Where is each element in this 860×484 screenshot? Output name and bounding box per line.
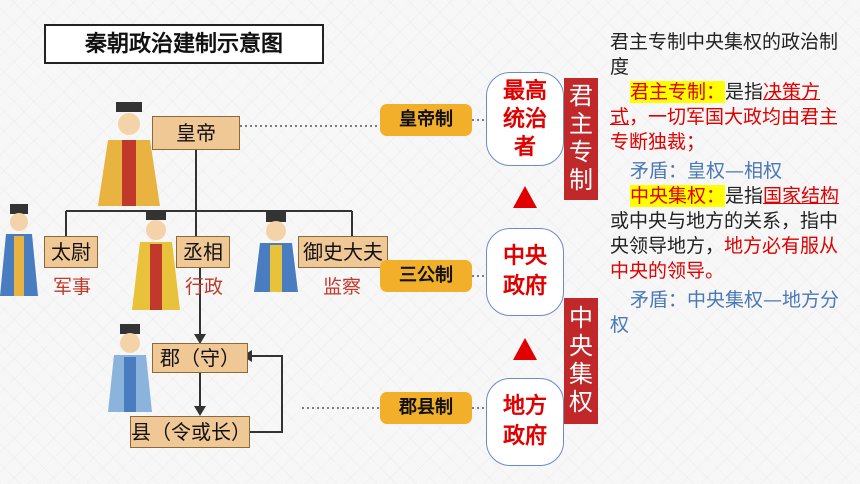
arrow-to-xian [194, 406, 206, 416]
up-arrow-top-icon [513, 186, 537, 208]
local-gov-capsule: 地方 政府 [486, 378, 564, 466]
jun-figure-icon [108, 324, 152, 412]
emperor-figure-icon [98, 102, 160, 206]
notes-heading: 君主专制中央集权的政治制度 [610, 31, 839, 78]
central-key: 国家结构 [763, 185, 840, 207]
notes-panel: 君主专制中央集权的政治制度 君主专制：是指决策方式，一切军国大政均由君主专断独裁… [610, 30, 846, 338]
central-term: 中央集权 [630, 185, 707, 207]
loop-xian-jun [250, 355, 283, 433]
emperor-box: 皇帝 [152, 116, 240, 150]
autocracy-definition: 君主专制：是指决策方式，一切军国大政均由君主专断独裁； [610, 81, 839, 153]
jun-box: 郡（守） [152, 343, 248, 373]
top-ruler-capsule: 最高 统治 者 [486, 72, 564, 166]
centralization-bar: 中央集权 [564, 298, 598, 424]
central-gov-capsule: 中央 政府 [486, 228, 564, 316]
autocracy-bar: 君主专制 [564, 78, 598, 200]
duty-taiwei: 军事 [52, 276, 91, 298]
yushi-figure-icon [254, 212, 298, 292]
xian-box: 县（令或长） [130, 416, 251, 448]
commandery-label: 郡县制 [380, 392, 472, 424]
up-arrow-bottom-icon [513, 338, 537, 360]
duty-yushi: 监察 [322, 276, 361, 298]
diagram-title: 秦朝政治建制示意图 [44, 24, 324, 64]
taiwei-figure-icon [0, 204, 38, 296]
yushi-box: 御史大夫 [298, 236, 388, 268]
duty-chengxiang: 行政 [184, 276, 223, 298]
centralization-definition: 中央集权：是指国家结构或中央与地方的关系，指中央领导地方，地方必有服从中央的领导… [610, 185, 840, 282]
emperor-system-label: 皇帝制 [380, 104, 472, 136]
contradiction-2: 矛盾：中央集权—地方分权 [610, 289, 840, 336]
chengxiang-box: 丞相 [176, 236, 230, 268]
chengxiang-figure-icon [132, 210, 180, 310]
contradiction-1: 矛盾：皇权—相权 [630, 160, 783, 182]
arrow-to-jun [194, 334, 206, 344]
autocracy-key: 决策方式 [610, 81, 821, 128]
three-ministers-label: 三公制 [380, 260, 472, 292]
autocracy-term: 君主专制 [630, 81, 707, 103]
taiwei-box: 太尉 [44, 236, 98, 268]
